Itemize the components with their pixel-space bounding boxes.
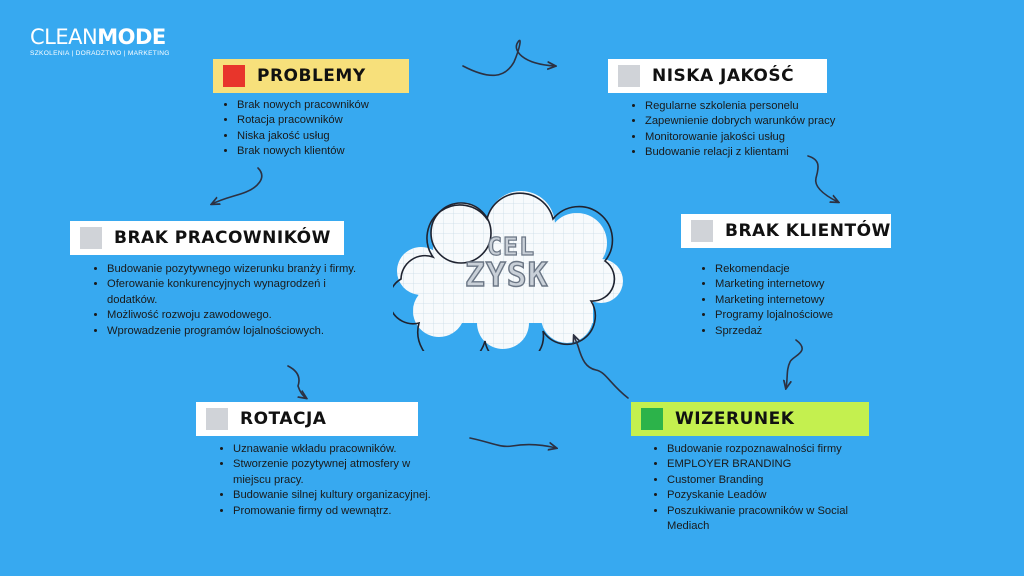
section-title-rotacja: ROTACJA <box>196 402 418 436</box>
list-item: EMPLOYER BRANDING <box>667 457 887 472</box>
list-item: Możliwość rozwoju zawodowego. <box>107 308 357 323</box>
list-item: Budowanie rozpoznawalności firmy <box>667 442 887 457</box>
goal-label-zysk: ZYSK <box>464 254 549 294</box>
list-item: Stworzenie pozytywnej atmosfery w miejsc… <box>233 457 433 488</box>
title-brak-pracownikow: BRAK PRACOWNIKÓW <box>114 228 331 248</box>
title-wizerunek: WIZERUNEK <box>675 409 795 429</box>
grey-square-icon <box>691 220 713 242</box>
list-item: Sprzedaż <box>715 324 895 339</box>
list-brak-pracownikow: Budowanie pozytywnego wizerunku branży i… <box>93 262 357 339</box>
list-item: Niska jakość usług <box>237 129 417 144</box>
list-item: Rotacja pracowników <box>237 113 417 128</box>
section-title-niska-jakosc: NISKA JAKOŚĆ <box>608 59 827 93</box>
goal-label-cel: CEL <box>486 231 536 261</box>
logo-tagline: SZKOLENIA | DORADZTWO | MARKETING <box>30 50 170 57</box>
arrow-brak-klientow-to-wizerunek <box>786 339 803 388</box>
arrow-problemy-to-brak-pracownikow <box>212 167 263 204</box>
grey-square-icon <box>206 408 228 430</box>
red-square-icon <box>223 65 245 87</box>
list-item: Budowanie pozytywnego wizerunku branży i… <box>107 262 357 277</box>
list-item: Promowanie firmy od wewnątrz. <box>233 504 433 519</box>
list-item: Monitorowanie jakości usług <box>645 130 845 145</box>
arrow-niska-jakosc-to-brak-klientow <box>807 155 838 202</box>
logo-clean: CLEAN <box>30 25 98 49</box>
list-item: Pozyskanie Leadów <box>667 488 887 503</box>
title-brak-klientow: BRAK KLIENTÓW <box>725 221 891 241</box>
arrow-problemy-to-niska-jakosc <box>462 39 555 77</box>
goal-cloud <box>393 191 623 351</box>
list-wizerunek: Budowanie rozpoznawalności firmy EMPLOYE… <box>653 442 887 534</box>
list-item: Wprowadzenie programów lojalnościowych. <box>107 324 357 339</box>
logo-wordmark: CLEANMODE <box>30 26 170 48</box>
list-item: Uznawanie wkładu pracowników. <box>233 442 433 457</box>
section-title-wizerunek: WIZERUNEK <box>631 402 869 436</box>
list-item: Regularne szkolenia personelu <box>645 99 845 114</box>
logo-mode: MODE <box>97 25 166 49</box>
title-niska-jakosc: NISKA JAKOŚĆ <box>652 66 795 86</box>
list-rotacja: Uznawanie wkładu pracowników. Stworzenie… <box>219 442 433 519</box>
list-item: Brak nowych klientów <box>237 144 417 159</box>
arrow-brak-pracownikow-to-rotacja <box>287 365 306 398</box>
title-rotacja: ROTACJA <box>240 409 327 429</box>
title-problemy: PROBLEMY <box>257 66 366 86</box>
list-item: Oferowanie konkurencyjnych wynagrodzeń i… <box>107 277 357 308</box>
list-item: Programy lojalnościowe <box>715 308 895 323</box>
grey-square-icon <box>80 227 102 249</box>
list-problemy: Brak nowych pracowników Rotacja pracowni… <box>223 98 417 160</box>
green-square-icon <box>641 408 663 430</box>
list-item: Poszukiwanie pracowników w Social Mediac… <box>667 504 887 535</box>
section-title-brak-pracownikow: BRAK PRACOWNIKÓW <box>70 221 344 255</box>
list-item: Zapewnienie dobrych warunków pracy <box>645 114 845 129</box>
section-title-brak-klientow: BRAK KLIENTÓW <box>681 214 891 248</box>
arrow-wizerunek-to-cloud <box>574 336 629 399</box>
list-item: Marketing internetowy <box>715 277 895 292</box>
list-item: Marketing internetowy <box>715 293 895 308</box>
company-logo: CLEANMODE SZKOLENIA | DORADZTWO | MARKET… <box>30 26 170 57</box>
list-item: Rekomendacje <box>715 262 895 277</box>
list-item: Brak nowych pracowników <box>237 98 417 113</box>
list-brak-klientow: Rekomendacje Marketing internetowy Marke… <box>701 262 895 339</box>
arrow-rotacja-to-wizerunek <box>469 437 556 448</box>
grey-square-icon <box>618 65 640 87</box>
list-niska-jakosc: Regularne szkolenia personelu Zapewnieni… <box>631 99 845 161</box>
list-item: Budowanie relacji z klientami <box>645 145 845 160</box>
section-title-problemy: PROBLEMY <box>213 59 409 93</box>
list-item: Customer Branding <box>667 473 887 488</box>
list-item: Budowanie silnej kultury organizacyjnej. <box>233 488 433 503</box>
